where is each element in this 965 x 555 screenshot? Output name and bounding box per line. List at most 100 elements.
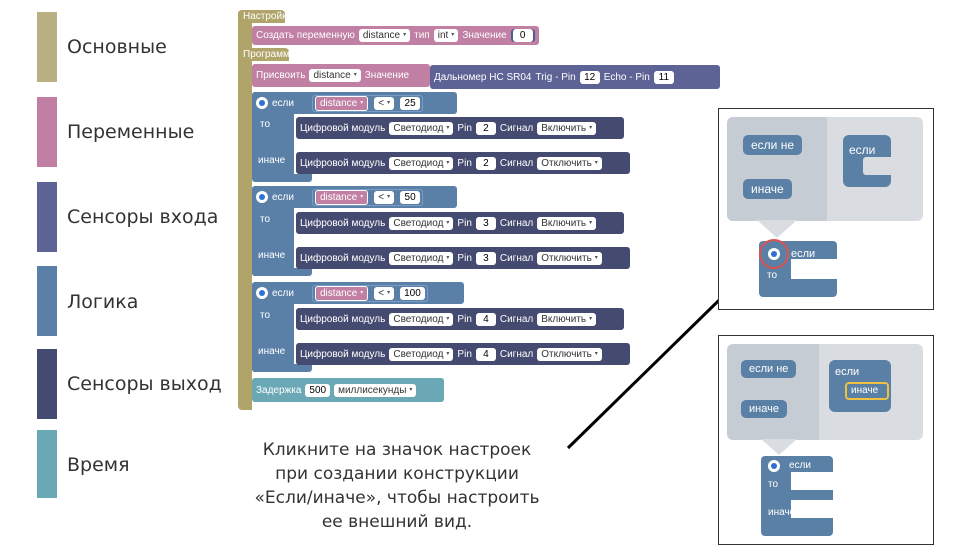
variable-name-dropdown[interactable]: distance▾ bbox=[358, 29, 411, 42]
condition-value-input[interactable]: 100 bbox=[400, 286, 425, 300]
condition-variable-dropdown[interactable]: distance▾ bbox=[314, 95, 369, 111]
module-type-dropdown[interactable]: Светодиод▾ bbox=[389, 312, 454, 326]
signal-dropdown[interactable]: Включить▾ bbox=[537, 312, 597, 326]
category-swatch-time[interactable] bbox=[37, 430, 57, 498]
digital-module-on-3[interactable]: Цифровой модуль Светодиод▾ Pin 4 Сигнал … bbox=[296, 308, 624, 330]
operator-dropdown[interactable]: <▾ bbox=[374, 96, 395, 110]
compare-block-1[interactable]: distance▾ <▾ 25 bbox=[311, 94, 424, 112]
category-swatch-output-sensors[interactable] bbox=[37, 349, 57, 419]
pin-input[interactable]: 4 bbox=[475, 312, 496, 326]
pin-label: Pin bbox=[457, 313, 472, 325]
compare-block-3[interactable]: distance▾ <▾ 100 bbox=[311, 284, 428, 302]
instruction-line-1: Кликните на значок настроек bbox=[262, 440, 532, 460]
module-type-dropdown[interactable]: Светодиод▾ bbox=[389, 216, 454, 230]
settings-hat[interactable]: Настройки bbox=[238, 10, 292, 23]
if-not-block[interactable]: если не bbox=[741, 360, 797, 378]
condition-value-input[interactable]: 50 bbox=[400, 190, 421, 204]
category-label-basic[interactable]: Основные bbox=[67, 36, 167, 58]
signal-dropdown[interactable]: Отключить▾ bbox=[537, 251, 602, 265]
pin-input[interactable]: 2 bbox=[475, 156, 496, 170]
if-not-block[interactable]: если не bbox=[743, 135, 803, 155]
else-slot-label: иначе bbox=[851, 385, 879, 396]
pin-label: Pin bbox=[457, 122, 472, 134]
else-slot-block[interactable] bbox=[845, 382, 889, 400]
gear-icon[interactable] bbox=[256, 191, 268, 203]
category-label-time[interactable]: Время bbox=[67, 454, 130, 476]
digital-module-off-1[interactable]: Цифровой модуль Светодиод▾ Pin 2 Сигнал … bbox=[296, 152, 630, 174]
gear-icon[interactable] bbox=[256, 97, 268, 109]
operator-dropdown[interactable]: <▾ bbox=[374, 286, 395, 300]
digital-module-off-2[interactable]: Цифровой модуль Светодиод▾ Pin 3 Сигнал … bbox=[296, 247, 630, 269]
condition-variable-dropdown[interactable]: distance▾ bbox=[314, 285, 369, 301]
then-slot bbox=[791, 472, 833, 490]
module-type-dropdown[interactable]: Светодиод▾ bbox=[389, 156, 454, 170]
category-label-variables[interactable]: Переменные bbox=[67, 121, 195, 143]
signal-dropdown[interactable]: Отключить▾ bbox=[537, 347, 602, 361]
instruction-line-4: ее внешний вид. bbox=[321, 512, 473, 532]
pin-label: Pin bbox=[457, 217, 472, 229]
condition-value-input[interactable]: 25 bbox=[400, 96, 421, 110]
else-label: иначе bbox=[258, 346, 286, 357]
category-label-logic[interactable]: Логика bbox=[67, 291, 139, 313]
pin-input[interactable]: 3 bbox=[475, 216, 496, 230]
pin-input[interactable]: 2 bbox=[475, 121, 496, 135]
gear-icon[interactable] bbox=[768, 460, 780, 472]
module-type-dropdown[interactable]: Светодиод▾ bbox=[389, 251, 454, 265]
trig-pin-input[interactable]: 12 bbox=[579, 70, 600, 84]
category-label-output-sensors[interactable]: Сенсоры выход bbox=[67, 373, 222, 395]
variable-type-dropdown[interactable]: int▾ bbox=[433, 29, 459, 42]
condition-variable-dropdown[interactable]: distance▾ bbox=[314, 189, 369, 205]
highlight-circle bbox=[759, 239, 789, 269]
pin-input[interactable]: 4 bbox=[475, 347, 496, 361]
module-label: Цифровой модуль bbox=[300, 313, 386, 325]
signal-dropdown[interactable]: Отключить▾ bbox=[537, 156, 602, 170]
if-row-3[interactable]: если distance▾ <▾ 100 bbox=[252, 282, 464, 304]
module-type-dropdown[interactable]: Светодиод▾ bbox=[389, 121, 454, 135]
if-preview-label: если bbox=[791, 248, 816, 260]
assign-variable-dropdown[interactable]: distance▾ bbox=[309, 69, 361, 82]
digital-module-on-1[interactable]: Цифровой модуль Светодиод▾ Pin 2 Сигнал … bbox=[296, 117, 624, 139]
signal-label: Сигнал bbox=[499, 122, 534, 134]
category-swatch-logic[interactable] bbox=[37, 266, 57, 336]
program-hat[interactable]: Программа bbox=[238, 48, 295, 61]
category-swatch-variables[interactable] bbox=[37, 97, 57, 167]
assign-block[interactable]: Присвоить distance▾ Значение bbox=[252, 64, 430, 87]
main-block-frame[interactable] bbox=[238, 10, 252, 410]
variable-value-input[interactable]: 0 bbox=[512, 29, 533, 42]
signal-dropdown[interactable]: Включить▾ bbox=[537, 121, 597, 135]
type-label: тип bbox=[414, 30, 430, 41]
category-label-input-sensors[interactable]: Сенсоры входа bbox=[67, 206, 219, 228]
echo-pin-input[interactable]: 11 bbox=[653, 70, 674, 84]
delay-unit-dropdown[interactable]: миллисекунды▾ bbox=[334, 383, 417, 397]
gear-icon[interactable] bbox=[256, 287, 268, 299]
compare-block-2[interactable]: distance▾ <▾ 50 bbox=[311, 188, 424, 206]
then-label: то bbox=[260, 310, 271, 321]
operator-dropdown[interactable]: <▾ bbox=[374, 190, 395, 204]
if-row-1[interactable]: если distance▾ <▾ 25 bbox=[252, 92, 457, 114]
if-else-block-2-bottom bbox=[252, 268, 312, 276]
if-else-block-3-bottom bbox=[252, 364, 312, 372]
else-block[interactable]: иначе bbox=[743, 179, 792, 199]
else-block[interactable]: иначе bbox=[741, 400, 787, 418]
flyout-left-pane bbox=[727, 117, 827, 221]
gear-icon[interactable] bbox=[768, 248, 780, 260]
signal-dropdown[interactable]: Включить▾ bbox=[537, 216, 597, 230]
digital-module-off-3[interactable]: Цифровой модуль Светодиод▾ Pin 4 Сигнал … bbox=[296, 343, 630, 365]
category-swatch-input-sensors[interactable] bbox=[37, 182, 57, 252]
variable-value-socket: 0 bbox=[510, 29, 535, 42]
flyout-pointer bbox=[757, 220, 797, 238]
echo-pin-label: Echo - Pin bbox=[603, 71, 650, 83]
module-type-dropdown[interactable]: Светодиод▾ bbox=[389, 347, 454, 361]
create-variable-block[interactable]: Создать переменную distance▾ тип int▾ Зн… bbox=[252, 26, 539, 45]
ultrasonic-sensor-block[interactable]: Дальномер HC SR04 Trig - Pin 12 Echo - P… bbox=[430, 65, 720, 89]
else-label: иначе bbox=[258, 250, 286, 261]
if-label: если bbox=[272, 97, 294, 109]
pin-input[interactable]: 3 bbox=[475, 251, 496, 265]
mutator-panel-before: если не иначе если если то bbox=[718, 108, 934, 310]
category-swatch-basic[interactable] bbox=[37, 12, 57, 82]
delay-block[interactable]: Задержка 500 миллисекунды▾ bbox=[252, 378, 444, 402]
module-label: Цифровой модуль bbox=[300, 122, 386, 134]
if-row-2[interactable]: если distance▾ <▾ 50 bbox=[252, 186, 457, 208]
delay-value-input[interactable]: 500 bbox=[305, 383, 331, 397]
digital-module-on-2[interactable]: Цифровой модуль Светодиод▾ Pin 3 Сигнал … bbox=[296, 212, 624, 234]
